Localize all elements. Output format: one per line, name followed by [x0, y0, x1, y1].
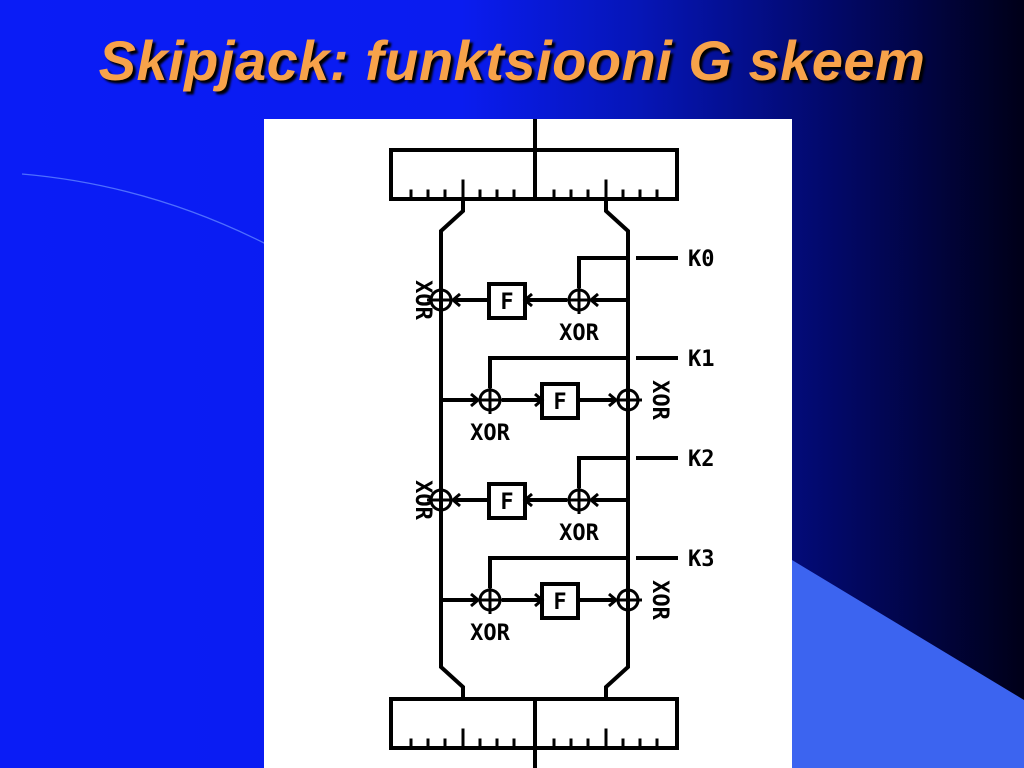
xor-label: XOR: [559, 321, 599, 346]
f-label: F: [553, 590, 566, 615]
decorative-triangle: [792, 560, 1024, 768]
round-1: [427, 256, 678, 320]
xor-symbol: [427, 284, 455, 314]
xor-symbol: [427, 484, 455, 514]
key-branch: [577, 456, 628, 488]
xor-label: XOR: [470, 421, 510, 446]
round-key-label-k2: K2: [688, 447, 715, 472]
left-data-path: [439, 197, 465, 701]
slide-title: Skipjack: funktsiooni G skeem: [98, 29, 926, 92]
arrowhead: [470, 592, 481, 608]
round-2: [441, 356, 678, 420]
f-label: F: [553, 390, 566, 415]
xor-label: XOR: [559, 521, 599, 546]
right-data-path: [604, 197, 630, 701]
xor-symbol: [614, 384, 642, 414]
key-branch: [488, 356, 628, 388]
decorative-arc: [21, 173, 269, 246]
key-branch: [488, 556, 628, 588]
xor-label-vertical: XOR: [647, 380, 672, 420]
f-label: F: [500, 490, 513, 515]
round-key-label-k0: K0: [688, 247, 715, 272]
xor-label-vertical: XOR: [410, 480, 435, 520]
round-key-label-k3: K3: [688, 547, 715, 572]
f-label: F: [500, 290, 513, 315]
arrowhead: [588, 492, 599, 508]
xor-symbol: [614, 584, 642, 614]
round-4: [441, 556, 678, 620]
xor-symbol: [565, 284, 593, 314]
bottom-register-ticks: [409, 728, 659, 750]
xor-symbol: [565, 484, 593, 514]
xor-label-vertical: XOR: [647, 580, 672, 620]
xor-symbol: [476, 584, 504, 614]
round-3: [427, 456, 678, 520]
arrowhead: [588, 292, 599, 308]
arrowhead: [470, 392, 481, 408]
round-key-label-k1: K1: [688, 347, 715, 372]
xor-label-vertical: XOR: [410, 280, 435, 320]
top-register-ticks: [409, 179, 659, 201]
xor-label: XOR: [470, 621, 510, 646]
xor-symbol: [476, 384, 504, 414]
key-branch: [577, 256, 628, 288]
